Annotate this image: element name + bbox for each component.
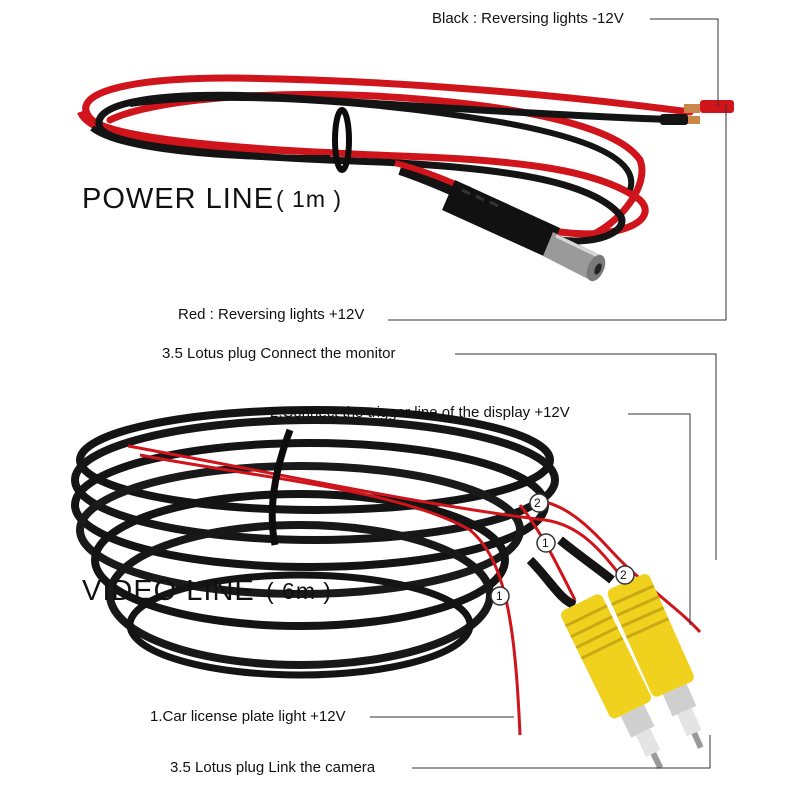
video-cable-photo [71,406,704,770]
camera-plug-label: 3.5 Lotus plug Link the camera [170,759,376,776]
copper-tip [684,104,700,113]
red-wire-end [700,100,734,113]
cable-tie-icon [268,428,294,546]
wire-marker-1-lower [490,586,510,606]
dc-barrel-plug-icon [442,180,606,282]
rca-plug-icon [607,573,704,749]
power-line-title: POWER LINE [82,183,275,215]
power-line-length: ( 1m ) [276,186,343,212]
video-line-title: VIDEO LINE [82,575,255,607]
leader-lines [370,18,727,769]
trigger-line-label: 2.Connect the trigger line of the displa… [270,404,570,421]
marker-2-number: 2 [620,568,627,582]
plate-light-label: 1.Car license plate light +12V [150,708,346,725]
video-line-length: ( 6m ) [266,578,333,604]
black-wire-label: Black : Reversing lights -12V [432,10,624,27]
monitor-plug-label: 3.5 Lotus plug Connect the monitor [162,345,396,362]
red-wire-label: Red : Reversing lights +12V [178,306,365,323]
black-wire-end [660,114,688,125]
cable-tie-icon [332,107,352,173]
marker-1-number: 1 [542,536,549,550]
power-cable-photo [77,74,734,282]
wire-marker-2-upper [529,493,549,513]
wire-marker-1-upper [536,533,556,553]
marker-2-number: 2 [534,496,541,510]
wire-marker-2-lower [615,565,635,585]
rca-plug-icon [561,594,664,770]
marker-1-number: 1 [496,589,503,603]
